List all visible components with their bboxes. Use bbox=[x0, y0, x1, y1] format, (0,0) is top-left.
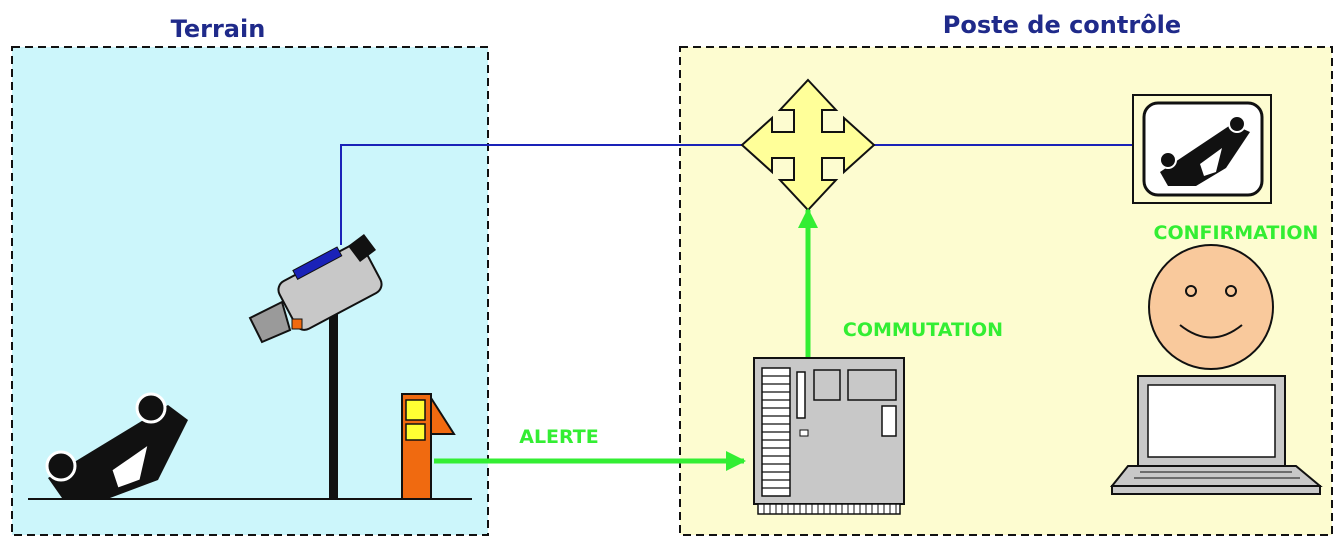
alerte-label: ALERTE bbox=[519, 426, 599, 448]
server-cabinet-icon bbox=[754, 358, 904, 514]
camera-pole bbox=[329, 312, 338, 500]
confirmation-label: CONFIRMATION bbox=[1154, 222, 1319, 244]
monitor-icon bbox=[1133, 95, 1271, 203]
poste-title: Poste de contrôle bbox=[943, 11, 1181, 39]
smiley-operator-icon bbox=[1149, 245, 1273, 369]
commutation-label: COMMUTATION bbox=[843, 319, 1003, 341]
terrain-title: Terrain bbox=[171, 15, 266, 43]
